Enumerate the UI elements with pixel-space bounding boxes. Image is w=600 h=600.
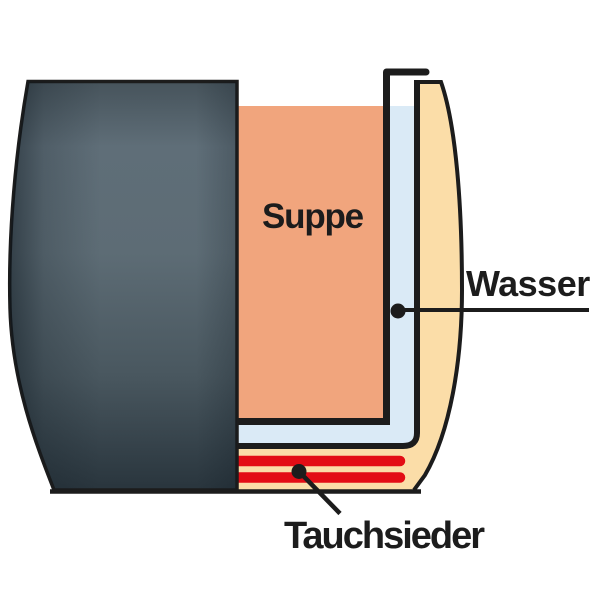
- soup-label: Suppe: [262, 197, 364, 236]
- soup-fill: [237, 106, 390, 418]
- water-fill: [237, 106, 414, 446]
- water-label: Wasser: [466, 263, 590, 304]
- heater-leader-line: [297, 469, 342, 516]
- soup-container-wall: [237, 72, 390, 425]
- heater-leader-dot: [291, 464, 307, 479]
- pot-inner-wall-line: [237, 82, 420, 449]
- pot-wall-outer-edge: [412, 80, 465, 492]
- pot-body-shading: [9, 81, 238, 490]
- heater-label: Tauchsieder: [284, 515, 485, 557]
- water-leader-dot: [390, 303, 406, 319]
